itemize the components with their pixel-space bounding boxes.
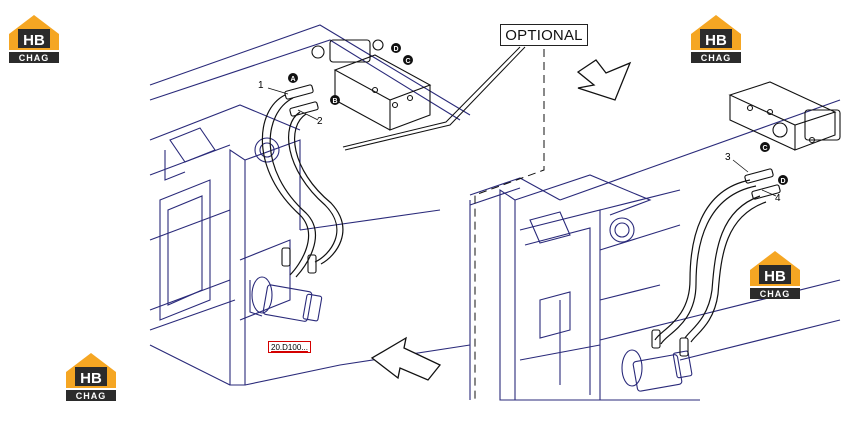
left-cylinder [249,276,323,322]
port-d-left: D [393,46,398,53]
left-fittings [281,84,319,274]
left-frame [149,24,471,386]
arrow-up-left [370,336,442,381]
hb-chag-logo: HB CHAG [6,12,62,64]
svg-text:CHAG: CHAG [19,53,50,63]
port-c-right: C [762,145,767,152]
callout-1: 1 [258,80,264,91]
svg-text:HB: HB [80,370,102,387]
svg-text:HB: HB [705,32,727,49]
hb-chag-logo: HB CHAG [63,350,119,402]
port-c-left: C [405,58,410,65]
port-d-right: D [780,178,785,185]
callout-3: 3 [725,152,731,163]
left-valve-block [311,39,432,131]
port-a-left: A [290,76,295,83]
left-hoses [261,94,344,278]
hb-chag-logo: HB CHAG [688,12,744,64]
right-frame [469,99,841,401]
svg-text:CHAG: CHAG [760,289,791,299]
svg-text:CHAG: CHAG [76,391,107,401]
hb-chag-logo: HB CHAG [747,248,803,300]
right-hoses [654,179,767,345]
callout-2: 2 [317,116,323,127]
callout-4: 4 [775,193,781,204]
right-fittings [651,168,781,357]
svg-text:CHAG: CHAG [701,53,732,63]
arrow-down-right [576,59,632,101]
reference-link[interactable]: 20.D100... [268,341,311,353]
svg-text:HB: HB [764,268,786,285]
port-b-left: B [332,98,337,105]
right-valve-block [728,81,841,151]
optional-label: OPTIONAL [500,24,588,46]
svg-text:HB: HB [23,32,45,49]
